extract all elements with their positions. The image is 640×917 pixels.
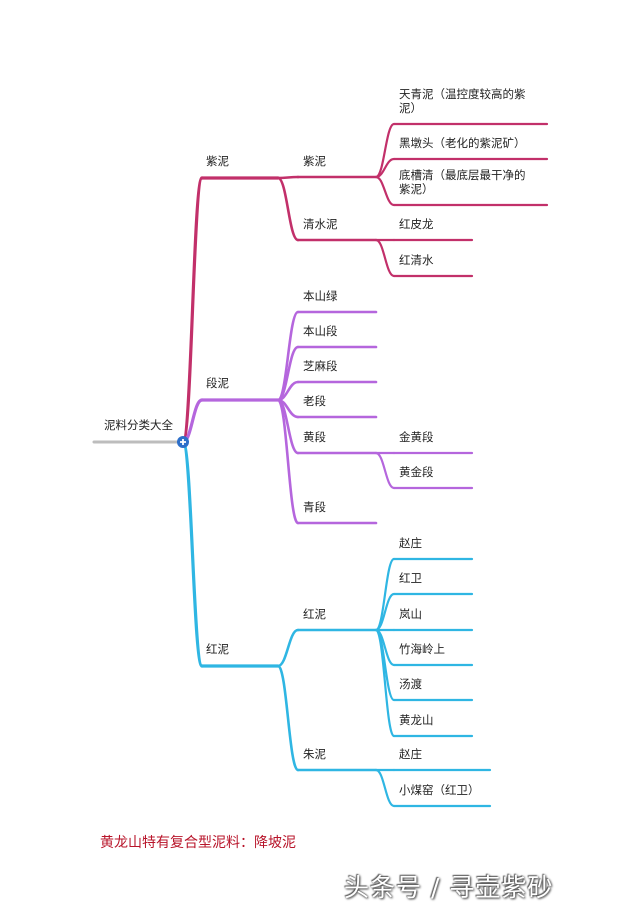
root-label[interactable]: 泥料分类大全 [104,418,173,432]
leaf-2-1-0-label[interactable]: 赵庄 [399,747,422,761]
node-1-5-link [276,398,300,525]
node-0-1-label[interactable]: 清水泥 [303,217,338,231]
node-0-1-link [276,176,300,242]
leaf-2-0-5-link [374,628,396,738]
leaf-0-1-1-label[interactable]: 红清水 [399,253,434,267]
node-1-3-label[interactable]: 老段 [303,394,326,408]
node-2-1-label[interactable]: 朱泥 [303,747,326,761]
node-2-0-link [276,628,300,668]
leaf-2-1-1-label[interactable]: 小煤窑（红卫） [399,783,480,797]
node-1-0-label[interactable]: 本山绿 [303,289,338,303]
leaf-0-1-0-label[interactable]: 红皮龙 [399,217,434,231]
mindmap-labels: 泥料分类大全 紫泥 紫泥 天青泥（温控度较高的紫泥） 黑墩头（老化的紫泥矿） 底槽清（最底… [104,87,526,797]
root-expand-icon[interactable] [177,436,189,448]
node-0-0-label[interactable]: 紫泥 [303,154,326,168]
node-1-0-link [276,310,300,402]
branch-2-label[interactable]: 红泥 [206,642,229,656]
watermark: 头条号 / 寻壶紫砂 [344,873,554,902]
leaf-1-4-1-link [374,451,396,490]
leaf-2-0-2-label[interactable]: 岚山 [399,607,422,621]
leaf-2-0-5-label[interactable]: 黄龙山 [399,713,434,727]
leaf-0-0-2-label[interactable]: 底槽清（最底层最干净的紫泥） [399,168,526,196]
leaf-1-4-1-label[interactable]: 黄金段 [399,465,434,479]
footnote: 黄龙山特有复合型泥料：降坡泥 [100,835,296,851]
leaf-2-1-1-link [374,768,396,808]
leaf-0-0-0-label[interactable]: 天青泥（温控度较高的紫泥） [399,87,526,115]
node-1-2-label[interactable]: 芝麻段 [303,359,338,373]
leaf-0-1-1-link [374,238,396,278]
node-1-5-label[interactable]: 青段 [303,500,326,514]
leaf-0-0-1-label[interactable]: 黑墩头（老化的紫泥矿） [399,136,526,150]
node-2-1-link [276,664,300,772]
leaf-1-4-0-label[interactable]: 金黄段 [399,430,434,444]
node-0-0-link [276,175,300,180]
node-1-4-label[interactable]: 黄段 [303,430,326,444]
branch-1-label[interactable]: 段泥 [206,376,229,390]
leaf-2-0-1-label[interactable]: 红卫 [399,571,422,585]
branch-0-link [181,176,204,444]
branch-0-label[interactable]: 紫泥 [206,154,229,168]
leaf-2-0-4-label[interactable]: 汤渡 [399,677,422,691]
mindmap-edges [92,122,549,808]
node-2-0-label[interactable]: 红泥 [303,607,326,621]
leaf-2-0-0-label[interactable]: 赵庄 [399,536,422,550]
leaf-2-0-3-label[interactable]: 竹海岭上 [399,642,445,656]
node-1-1-label[interactable]: 本山段 [303,324,338,338]
branch-2-link [181,440,204,668]
leaf-0-0-2-link [374,175,396,207]
